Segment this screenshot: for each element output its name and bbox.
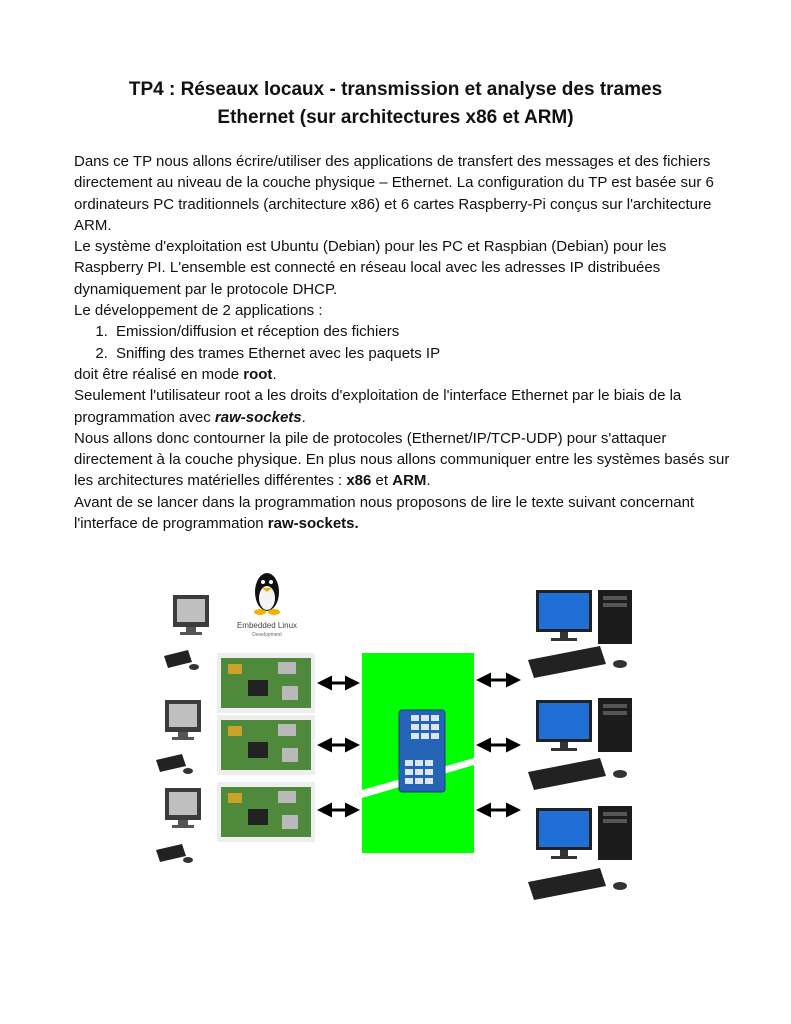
root-term: root — [243, 365, 273, 383]
left-row-1 — [164, 595, 315, 713]
raspberry-pi-board-icon — [217, 782, 315, 842]
paragraph-os: Le système d'exploitation est Ubuntu (De… — [74, 238, 667, 298]
text-run: . — [272, 365, 277, 383]
text-run: . — [301, 408, 306, 426]
keyboard-icon — [156, 844, 193, 863]
monitor-icon — [165, 788, 201, 828]
pc-tower-icon — [598, 806, 632, 860]
list-item: Emission/diffusion et réception des fich… — [112, 321, 734, 342]
list-item: Sniffing des trames Ethernet avec les pa… — [112, 343, 734, 364]
document-body: Dans ce TP nous allons écrire/utiliser d… — [74, 151, 734, 534]
raspberry-pi-board-icon — [217, 715, 315, 775]
text-run: Avant de se lancer dans la programmation… — [74, 493, 695, 533]
pc-tower-icon — [598, 590, 632, 644]
network-diagram: Embedded Linux Development — [156, 573, 632, 900]
text-run: Nous allons donc contourner la pile de p… — [74, 429, 730, 490]
arm-term: ARM — [392, 472, 427, 490]
keyboard-icon — [164, 650, 199, 670]
text-run: . — [426, 472, 431, 490]
raw-sockets-term: raw-sockets. — [267, 515, 359, 533]
monitor-icon — [165, 700, 201, 740]
monitor-icon — [536, 808, 592, 859]
keyboard-icon — [528, 868, 627, 900]
keyboard-icon — [156, 754, 193, 774]
right-pc-3 — [528, 806, 632, 900]
right-pc-2 — [528, 698, 632, 790]
x86-term: x86 — [346, 472, 372, 490]
paragraph-architectures: Nous allons donc contourner la pile de p… — [74, 428, 734, 492]
paragraph-root: doit être réalisé en mode root. — [74, 364, 734, 385]
paragraph-rawsockets: Seulement l'utilisateur root a les droit… — [74, 385, 734, 428]
apps-list: Emission/diffusion et réception des fich… — [74, 321, 734, 364]
title-line-2: Ethernet (sur architectures x86 et ARM) — [217, 107, 574, 128]
network-switch-icon — [398, 709, 446, 793]
logo-line-2: Development — [252, 632, 282, 638]
keyboard-icon — [528, 646, 627, 678]
left-row-3 — [156, 782, 315, 863]
page-title: TP4 : Réseaux locaux - transmission et a… — [60, 76, 731, 132]
raspberry-pi-board-icon — [217, 653, 315, 713]
title-line-1: TP4 : Réseaux locaux - transmission et a… — [128, 79, 663, 100]
keyboard-icon — [528, 758, 627, 790]
text-run: et — [371, 472, 393, 490]
text-run: Seulement l'utilisateur root a les droit… — [74, 387, 682, 426]
paragraph-intro: Dans ce TP nous allons écrire/utiliser d… — [74, 153, 714, 234]
paragraph-apps: Le développement de 2 applications : — [74, 302, 323, 320]
monitor-icon — [536, 590, 592, 641]
tux-penguin-icon — [254, 573, 280, 615]
right-pc-1 — [528, 590, 632, 678]
raw-sockets-term: raw-sockets — [214, 408, 302, 426]
pc-tower-icon — [598, 698, 632, 752]
text-run: doit être réalisé en mode — [74, 365, 244, 383]
monitor-icon — [173, 595, 209, 635]
logo-line-1: Embedded Linux — [237, 621, 297, 630]
paragraph-reading: Avant de se lancer dans la programmation… — [74, 492, 734, 535]
monitor-icon — [536, 700, 592, 751]
left-row-2 — [156, 700, 315, 775]
